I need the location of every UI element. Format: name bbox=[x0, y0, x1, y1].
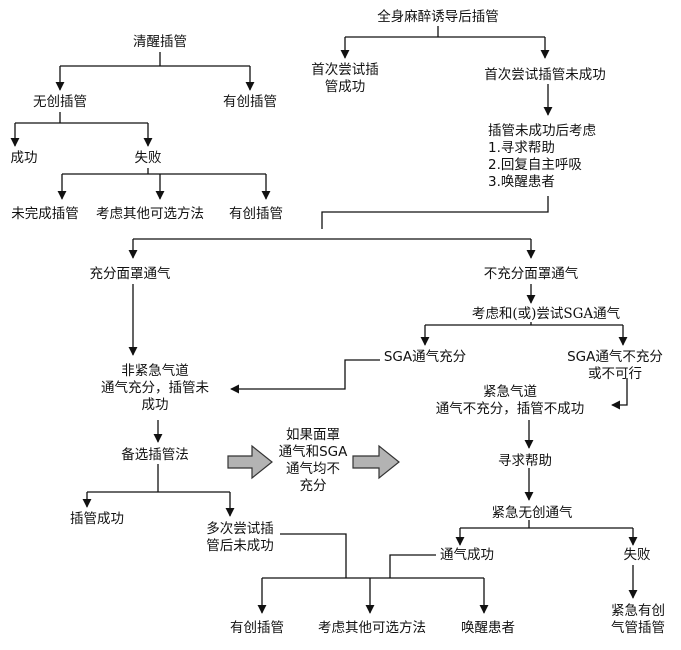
consider-alternatives-top-node: 考虑其他可选方法 bbox=[96, 206, 204, 222]
emergency-invasive-line2: 气管插管 bbox=[611, 620, 665, 636]
awake-intubation-node: 清醒插管 bbox=[133, 34, 187, 50]
sga-adequate-to-nonemergency-arrow bbox=[230, 359, 380, 394]
inadequate-mask-ventilation-node: 不充分面罩通气 bbox=[483, 266, 579, 282]
if-mask-line1: 如果面罩 bbox=[285, 427, 340, 443]
if-mask-line2: 通气和SGA bbox=[278, 444, 348, 460]
nonemergency-line1: 非紧急气道 bbox=[121, 363, 189, 379]
emergency-airway-node: 紧急气道 通气不充分，插管不成功 bbox=[436, 384, 585, 418]
emergency-noninvasive-split-line bbox=[460, 520, 633, 529]
consider-after-fail-node: 插管未成功后考虑 1.寻求帮助 2.回复自主呼吸 3.唤醒患者 bbox=[488, 123, 596, 191]
sga-split-line bbox=[425, 322, 623, 326]
big-arrow-left bbox=[227, 444, 273, 480]
intubation-success-node: 插管成功 bbox=[70, 511, 124, 527]
ga-split-line bbox=[345, 26, 545, 38]
big-arrow-right bbox=[352, 444, 400, 480]
consider-after-fail-title: 插管未成功后考虑 bbox=[488, 123, 596, 139]
seek-help-node: 寻求帮助 bbox=[498, 453, 552, 469]
adequate-mask-ventilation-node: 充分面罩通气 bbox=[89, 266, 171, 282]
first-attempt-success-line2: 管成功 bbox=[324, 79, 366, 95]
if-mask-line4: 充分 bbox=[299, 478, 327, 494]
consider-to-mask-split-line bbox=[321, 196, 549, 229]
vent-success-to-bottom-line bbox=[389, 554, 436, 578]
sga-inadequate-line2: 或不可行 bbox=[587, 366, 642, 382]
sga-inadequate-to-emergency-arrow bbox=[611, 378, 628, 410]
alternative-split-line bbox=[87, 464, 230, 493]
first-attempt-success-line1: 首次尝试插 bbox=[311, 62, 379, 78]
failure-split-line bbox=[62, 168, 266, 175]
noninvasive-intubation-node: 无创插管 bbox=[33, 94, 87, 110]
emergency-invasive-line1: 紧急有创 bbox=[611, 603, 665, 619]
multiple-attempts-fail-line1: 多次尝试插 bbox=[206, 521, 274, 537]
sga-adequate-node: SGA通气充分 bbox=[383, 349, 467, 365]
consider-alternatives-bottom-node: 考虑其他可选方法 bbox=[318, 620, 426, 636]
wake-patient-node: 唤醒患者 bbox=[461, 620, 515, 636]
emergency-invasive-node: 紧急有创 气管插管 bbox=[611, 603, 665, 637]
sga-inadequate-line1: SGA通气不充分 bbox=[567, 349, 663, 365]
noninvasive-split-line bbox=[15, 112, 148, 124]
failure-right-node: 失败 bbox=[623, 547, 651, 563]
consider-item-spontaneous-breathing: 2.回复自主呼吸 bbox=[488, 157, 582, 173]
invasive-intubation-left-node: 有创插管 bbox=[223, 94, 277, 110]
emergency-line2: 通气不充分，插管不成功 bbox=[435, 401, 585, 417]
emergency-noninvasive-node: 紧急无创通气 bbox=[491, 505, 573, 521]
consider-sga-node: 考虑和(或)尝试SGA通气 bbox=[471, 306, 621, 322]
nonemergency-line2: 通气充分，插管未 bbox=[101, 380, 209, 396]
sga-inadequate-node: SGA通气不充分 或不可行 bbox=[567, 349, 663, 383]
invasive-intubation-top-right-node: 有创插管 bbox=[229, 206, 283, 222]
ga-induction-node: 全身麻醉诱导后插管 bbox=[377, 9, 499, 25]
first-attempt-fail-node: 首次尝试插管未成功 bbox=[484, 67, 606, 83]
invasive-intubation-bottom-node: 有创插管 bbox=[230, 620, 284, 636]
awake-split-line bbox=[60, 52, 250, 67]
multi-fail-to-bottom-line bbox=[280, 533, 347, 578]
nonemergency-airway-node: 非紧急气道 通气充分，插管未 成功 bbox=[101, 363, 209, 414]
failure-left-node: 失败 bbox=[134, 150, 162, 166]
multiple-attempts-fail-node: 多次尝试插 管后未成功 bbox=[206, 521, 274, 555]
consider-item-wake-patient: 3.唤醒患者 bbox=[488, 174, 555, 190]
first-attempt-success-node: 首次尝试插 管成功 bbox=[311, 62, 379, 96]
if-mask-line3: 通气均不 bbox=[285, 461, 340, 477]
consider-item-seek-help: 1.寻求帮助 bbox=[488, 140, 555, 156]
alternative-intubation-node: 备选插管法 bbox=[121, 447, 189, 463]
success-left-node: 成功 bbox=[10, 150, 38, 166]
ventilation-success-node: 通气成功 bbox=[440, 547, 494, 563]
if-mask-and-sga-inadequate-note: 如果面罩 通气和SGA 通气均不 充分 bbox=[279, 427, 348, 495]
multiple-attempts-fail-line2: 管后未成功 bbox=[206, 538, 274, 554]
nonemergency-line3: 成功 bbox=[141, 397, 169, 413]
not-completed-node: 未完成插管 bbox=[11, 206, 79, 222]
emergency-line1: 紧急气道 bbox=[483, 384, 537, 400]
